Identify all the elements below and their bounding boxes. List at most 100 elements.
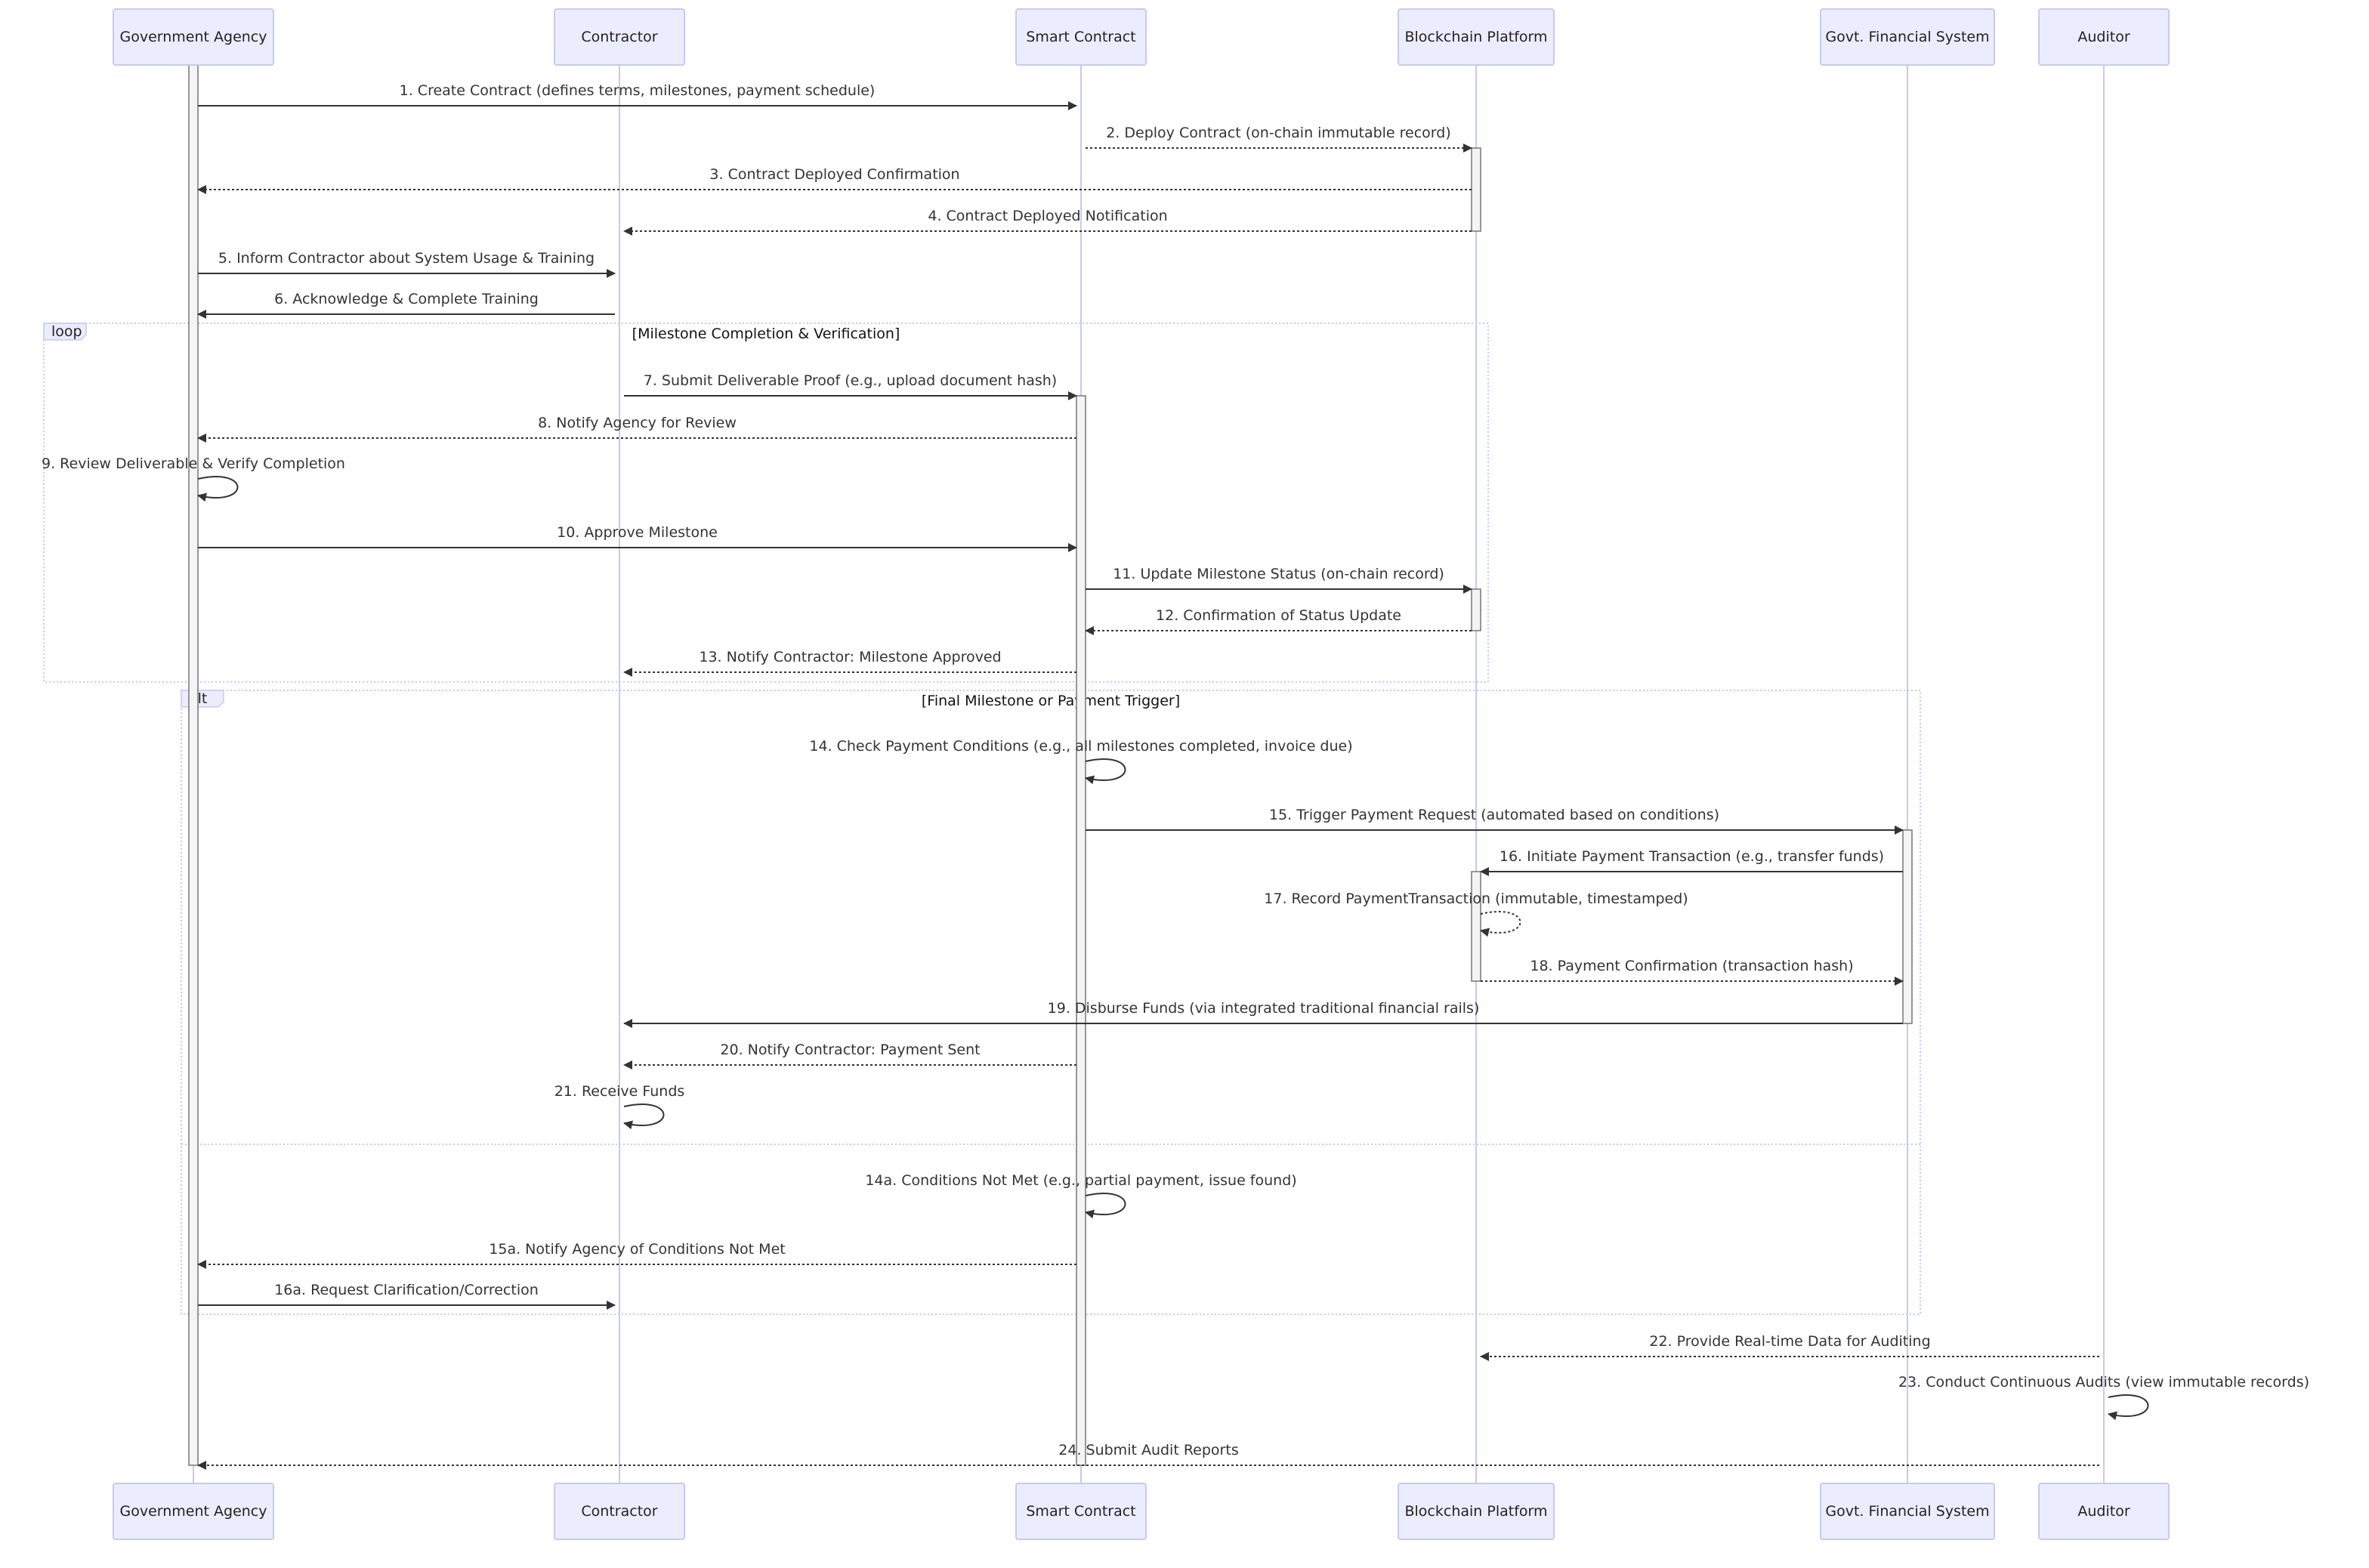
message-label: 11. Update Milestone Status (on-chain re… xyxy=(1113,566,1444,582)
participant-sc-top[interactable]: Smart Contract xyxy=(1015,8,1147,66)
message-13: 13. Notify Contractor: Milestone Approve… xyxy=(623,649,1076,677)
message-11: 11. Update Milestone Status (on-chain re… xyxy=(1086,566,1472,594)
participant-sc-bottom[interactable]: Smart Contract xyxy=(1015,1483,1147,1540)
message-label: 6. Acknowledge & Complete Training xyxy=(274,291,539,307)
message-25: 22. Provide Real-time Data for Auditing xyxy=(1480,1333,2099,1361)
message-26: 23. Conduct Continuous Audits (view immu… xyxy=(1898,1374,2309,1421)
activation-bar xyxy=(1471,588,1481,631)
participant-label: Blockchain Platform xyxy=(1404,1503,1547,1520)
participant-label: Government Agency xyxy=(119,1503,267,1520)
message-label: 23. Conduct Continuous Audits (view immu… xyxy=(1898,1374,2309,1391)
self-message-arrow xyxy=(1085,1193,1126,1219)
message-label: 15. Trigger Payment Request (automated b… xyxy=(1269,807,1719,823)
self-message-arrow xyxy=(623,1103,665,1130)
participant-bc-top[interactable]: Blockchain Platform xyxy=(1398,8,1555,66)
self-message-arrow xyxy=(1085,758,1126,785)
participant-label: Govt. Financial System xyxy=(1825,1503,1989,1520)
participant-label: Contractor xyxy=(581,29,657,45)
participant-box[interactable] xyxy=(113,8,274,66)
participant-box[interactable] xyxy=(1398,8,1555,66)
participant-aud-bottom[interactable]: Auditor xyxy=(2038,1483,2170,1540)
message-label: 7. Submit Deliverable Proof (e.g., uploa… xyxy=(644,372,1057,389)
participant-label: Blockchain Platform xyxy=(1404,29,1547,45)
message-label: 8. Notify Agency for Review xyxy=(538,415,737,431)
participant-gov-bottom[interactable]: Government Agency xyxy=(113,1483,274,1540)
participant-label: Auditor xyxy=(2077,1503,2130,1520)
message-7: 7. Submit Deliverable Proof (e.g., uploa… xyxy=(624,372,1077,400)
message-label: 21. Receive Funds xyxy=(554,1083,685,1100)
message-3: 3. Contract Deployed Confirmation xyxy=(197,166,1472,194)
message-9: 9. Review Deliverable & Verify Completio… xyxy=(42,455,345,502)
participant-box[interactable] xyxy=(1015,1483,1147,1540)
message-19: 19. Disburse Funds (via integrated tradi… xyxy=(623,1000,1903,1028)
participant-label: Contractor xyxy=(581,1503,657,1520)
participant-box[interactable] xyxy=(1820,8,1995,66)
participant-box[interactable] xyxy=(2038,8,2170,66)
participant-gov-top[interactable]: Government Agency xyxy=(113,8,274,66)
message-label: 1. Create Contract (defines terms, miles… xyxy=(400,82,876,99)
loop-frame-label: loop xyxy=(51,323,82,340)
message-10: 10. Approve Milestone xyxy=(198,524,1077,552)
participant-aud-top[interactable]: Auditor xyxy=(2038,8,2170,66)
message-label: 12. Confirmation of Status Update xyxy=(1156,607,1401,624)
participant-fin-bottom[interactable]: Govt. Financial System xyxy=(1820,1483,1995,1540)
participant-con-top[interactable]: Contractor xyxy=(554,8,685,66)
message-label: 20. Notify Contractor: Payment Sent xyxy=(720,1042,980,1058)
message-18: 18. Payment Confirmation (transaction ha… xyxy=(1481,958,1904,986)
message-label: 16. Initiate Payment Transaction (e.g., … xyxy=(1500,848,1884,865)
participant-box[interactable] xyxy=(1015,8,1147,66)
message-8: 8. Notify Agency for Review xyxy=(197,415,1076,443)
lifelines-layer xyxy=(193,65,2105,1483)
message-label: 4. Contract Deployed Notification xyxy=(928,208,1167,224)
participant-label: Govt. Financial System xyxy=(1825,29,1989,45)
self-message-arrow xyxy=(1480,911,1521,937)
message-label: 16a. Request Clarification/Correction xyxy=(274,1282,539,1298)
message-23: 15a. Notify Agency of Conditions Not Met xyxy=(197,1241,1076,1269)
message-16: 16. Initiate Payment Transaction (e.g., … xyxy=(1480,848,1903,876)
messages-layer: 1. Create Contract (defines terms, miles… xyxy=(42,82,2309,1470)
loop-frame-condition: [Milestone Completion & Verification] xyxy=(632,326,900,342)
participant-label: Smart Contract xyxy=(1026,29,1135,45)
activation-bar xyxy=(1902,829,1913,1024)
participant-bc-bottom[interactable]: Blockchain Platform xyxy=(1398,1483,1555,1540)
message-label: 14. Check Payment Conditions (e.g., all … xyxy=(809,738,1352,755)
message-label: 14a. Conditions Not Met (e.g., partial p… xyxy=(865,1172,1296,1189)
participant-box[interactable] xyxy=(2038,1483,2170,1540)
message-label: 3. Contract Deployed Confirmation xyxy=(709,166,959,183)
participant-box[interactable] xyxy=(554,8,685,66)
message-1: 1. Create Contract (defines terms, miles… xyxy=(198,82,1077,110)
participant-box[interactable] xyxy=(1398,1483,1555,1540)
message-label: 15a. Notify Agency of Conditions Not Met xyxy=(489,1241,785,1258)
message-label: 22. Provide Real-time Data for Auditing xyxy=(1649,1333,1930,1350)
activation-bar xyxy=(188,64,199,1466)
message-2: 2. Deploy Contract (on-chain immutable r… xyxy=(1086,125,1472,153)
message-label: 5. Inform Contractor about System Usage … xyxy=(218,250,595,267)
alt-frame-border xyxy=(181,690,1921,1315)
message-27: 24. Submit Audit Reports xyxy=(197,1442,2099,1470)
message-label: 2. Deploy Contract (on-chain immutable r… xyxy=(1106,125,1451,141)
self-message-arrow xyxy=(197,476,239,502)
participant-box[interactable] xyxy=(554,1483,685,1540)
participant-fin-top[interactable]: Govt. Financial System xyxy=(1820,8,1995,66)
participant-con-bottom[interactable]: Contractor xyxy=(554,1483,685,1540)
message-24: 16a. Request Clarification/Correction xyxy=(198,1282,616,1310)
message-6: 6. Acknowledge & Complete Training xyxy=(197,291,615,319)
message-21: 21. Receive Funds xyxy=(554,1083,685,1130)
activation-bar xyxy=(1471,871,1481,982)
participant-box[interactable] xyxy=(1820,1483,1995,1540)
message-17: 17. Record PaymentTransaction (immutable… xyxy=(1264,890,1688,937)
message-label: 9. Review Deliverable & Verify Completio… xyxy=(42,455,345,472)
loop-frame: loop [Milestone Completion & Verification… xyxy=(43,323,1489,683)
participant-label: Government Agency xyxy=(119,29,267,45)
activations-layer xyxy=(188,64,1913,1466)
self-message-arrow xyxy=(2108,1394,2149,1421)
activation-bar xyxy=(1471,147,1481,232)
message-label: 17. Record PaymentTransaction (immutable… xyxy=(1264,890,1688,907)
loop-frame-border xyxy=(43,323,1489,683)
participant-box[interactable] xyxy=(113,1483,274,1540)
message-15: 15. Trigger Payment Request (automated b… xyxy=(1086,807,1904,835)
message-22: 14a. Conditions Not Met (e.g., partial p… xyxy=(865,1172,1297,1219)
message-4: 4. Contract Deployed Notification xyxy=(623,208,1472,236)
loop-frame-tab xyxy=(43,323,87,341)
